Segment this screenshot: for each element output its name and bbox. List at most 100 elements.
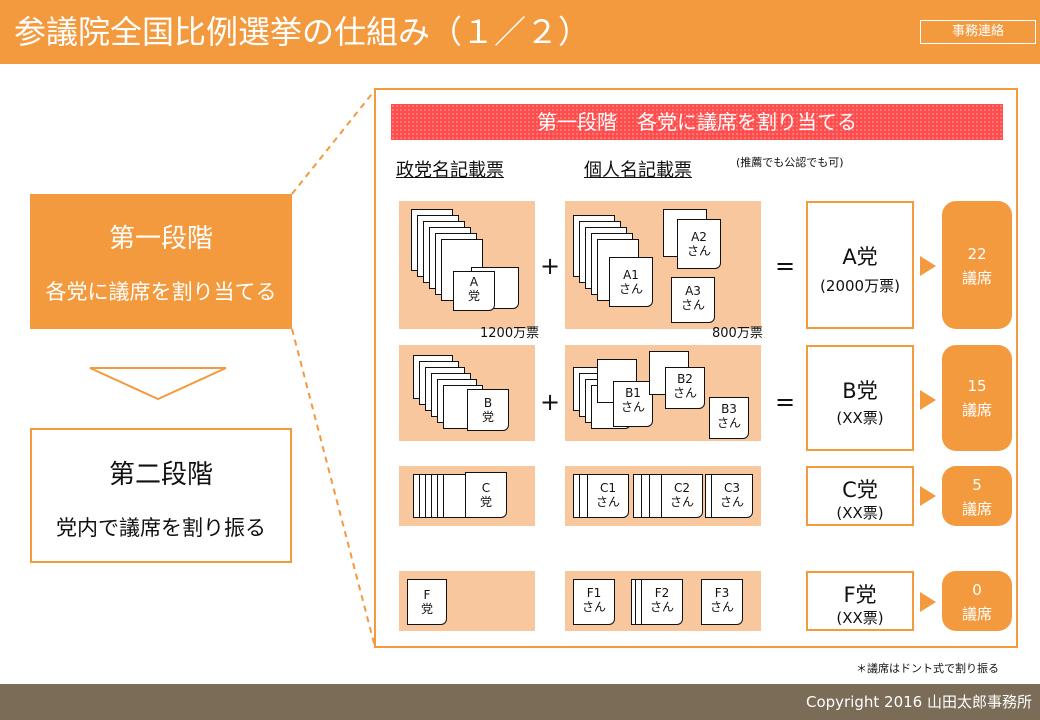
- candidate-id: B2: [677, 372, 693, 386]
- person-ballot-note: (推薦でも公認でも可): [736, 156, 844, 169]
- seat-count: 22: [967, 245, 987, 263]
- candidate-suffix: さん: [686, 244, 711, 258]
- candidate-suffix: さん: [680, 298, 705, 312]
- seat-count: 5: [972, 476, 982, 494]
- result-party: C党: [842, 478, 878, 502]
- party-ballot-card: C 党: [465, 472, 507, 518]
- party-vote-count: 1200万票: [480, 326, 540, 341]
- result-party: B党: [842, 379, 878, 403]
- candidate-ballot-card: F3 さん: [701, 579, 743, 625]
- candidate-id: A3: [685, 284, 701, 298]
- footer-bar: [0, 684, 1040, 720]
- seat-unit: 議席: [961, 605, 992, 623]
- down-arrow-icon: [89, 367, 227, 401]
- candidate-id: C3: [723, 481, 740, 495]
- result-votes: (XX票): [836, 504, 884, 522]
- candidate-ballot-card: B3 さん: [709, 397, 749, 439]
- seat-unit: 議席: [961, 500, 992, 518]
- candidate-id: A1: [623, 268, 639, 282]
- person-ballot-stack-a: A1 さん A2 さん A3 さん: [565, 201, 761, 329]
- candidate-id: F3: [714, 586, 730, 600]
- seat-unit: 議席: [961, 269, 992, 287]
- person-ballot-stack-b: B1 さん B2 さん B3 さん: [565, 345, 761, 441]
- person-ballot-stack-f: F1 さん F2 さん F3 さん: [565, 571, 761, 631]
- candidate-ballot-card: C2 さん: [661, 474, 703, 518]
- plus-sign: +: [539, 388, 561, 416]
- candidate-suffix: さん: [669, 495, 694, 509]
- candidate-suffix: さん: [716, 416, 741, 430]
- candidate-suffix: さん: [595, 495, 620, 509]
- party-ballot-card: A 党: [453, 271, 495, 311]
- right-arrow-icon: [920, 592, 936, 612]
- panel-header: 第一段階 各党に議席を割り当てる: [391, 104, 1003, 140]
- party-ballot-heading: 政党名記載票: [396, 160, 504, 181]
- candidate-ballot-card: F2 さん: [641, 579, 683, 625]
- ballot-letter: B: [483, 396, 493, 410]
- stage1-title: 第一段階: [108, 224, 213, 254]
- seats-badge-a: 22 議席: [942, 201, 1012, 329]
- stage2-title: 第二段階: [108, 460, 213, 490]
- ballot-letter: C: [481, 481, 491, 495]
- candidate-id: B1: [625, 386, 641, 400]
- candidate-ballot-card: F1 さん: [573, 579, 615, 625]
- candidate-suffix: さん: [618, 282, 643, 296]
- header-bar: [0, 0, 1040, 64]
- right-arrow-icon: [920, 390, 936, 410]
- candidate-ballot-card: B1 さん: [613, 381, 653, 427]
- seat-count: 0: [972, 581, 982, 599]
- candidate-ballot-card: C3 さん: [711, 474, 753, 518]
- result-votes: (XX票): [836, 609, 884, 627]
- candidate-id: C1: [599, 481, 616, 495]
- result-party: F党: [843, 583, 877, 607]
- plus-sign: +: [539, 252, 561, 280]
- person-ballot-stack-c: C1 さん C2 さん C3 さん: [565, 466, 761, 526]
- result-party: A党: [842, 245, 878, 269]
- candidate-ballot-card: B2 さん: [665, 367, 705, 409]
- party-ballot-stack-c: C 党: [399, 466, 535, 526]
- candidate-suffix: さん: [672, 386, 697, 400]
- result-box-b: B党 (XX票): [806, 345, 914, 451]
- seat-count: 15: [967, 377, 987, 395]
- seats-badge-c: 5 議席: [942, 466, 1012, 526]
- party-ballot-card: F 党: [407, 579, 447, 625]
- equals-sign: =: [774, 388, 796, 416]
- candidate-suffix: さん: [719, 495, 744, 509]
- footnote: ＊議席はドント式で割り振る: [856, 662, 999, 675]
- ballot-letter: F: [423, 588, 431, 602]
- stage2-box: 第二段階 党内で議席を割り振る: [30, 428, 292, 563]
- stage1-description: 各党に議席を割り当てる: [45, 280, 277, 304]
- stage1-box: 第一段階 各党に議席を割り当てる: [30, 194, 292, 329]
- candidate-id: F1: [586, 586, 602, 600]
- candidate-suffix: さん: [581, 600, 606, 614]
- ballot-letter: A: [469, 275, 479, 289]
- candidate-id: F2: [654, 586, 670, 600]
- person-vote-count: 800万票: [712, 326, 763, 341]
- right-arrow-icon: [920, 256, 936, 276]
- stage2-description: 党内で議席を割り振る: [56, 516, 266, 540]
- candidate-suffix: さん: [649, 600, 674, 614]
- candidate-id: A2: [691, 230, 707, 244]
- candidate-ballot-card: A1 さん: [609, 257, 653, 307]
- page-title: 参議院全国比例選挙の仕組み（１／２）: [14, 13, 591, 51]
- person-ballot-heading: 個人名記載票: [584, 160, 692, 181]
- seats-badge-b: 15 議席: [942, 345, 1012, 451]
- ballot-party: 党: [467, 289, 480, 303]
- result-box-c: C党 (XX票): [806, 466, 914, 526]
- equals-sign: =: [774, 252, 796, 280]
- copyright-text: Copyright 2016 山田太郎事務所: [805, 693, 1032, 711]
- candidate-ballot-card: C1 さん: [587, 474, 629, 518]
- result-box-f: F党 (XX票): [806, 571, 914, 631]
- candidate-ballot-card: A2 さん: [677, 219, 721, 269]
- ballot-party: 党: [479, 495, 492, 509]
- candidate-id: B3: [721, 402, 737, 416]
- party-ballot-stack-a: A 党: [399, 201, 535, 329]
- party-ballot-stack-f: F 党: [399, 571, 535, 631]
- party-ballot-stack-b: B 党: [399, 345, 535, 441]
- result-votes: (2000万票): [820, 277, 900, 295]
- ballot-party: 党: [481, 410, 494, 424]
- notice-badge: 事務連絡: [920, 20, 1036, 44]
- stage1-detail-panel: [374, 88, 1018, 648]
- ballot-party: 党: [420, 602, 433, 616]
- seats-badge-f: 0 議席: [942, 571, 1012, 631]
